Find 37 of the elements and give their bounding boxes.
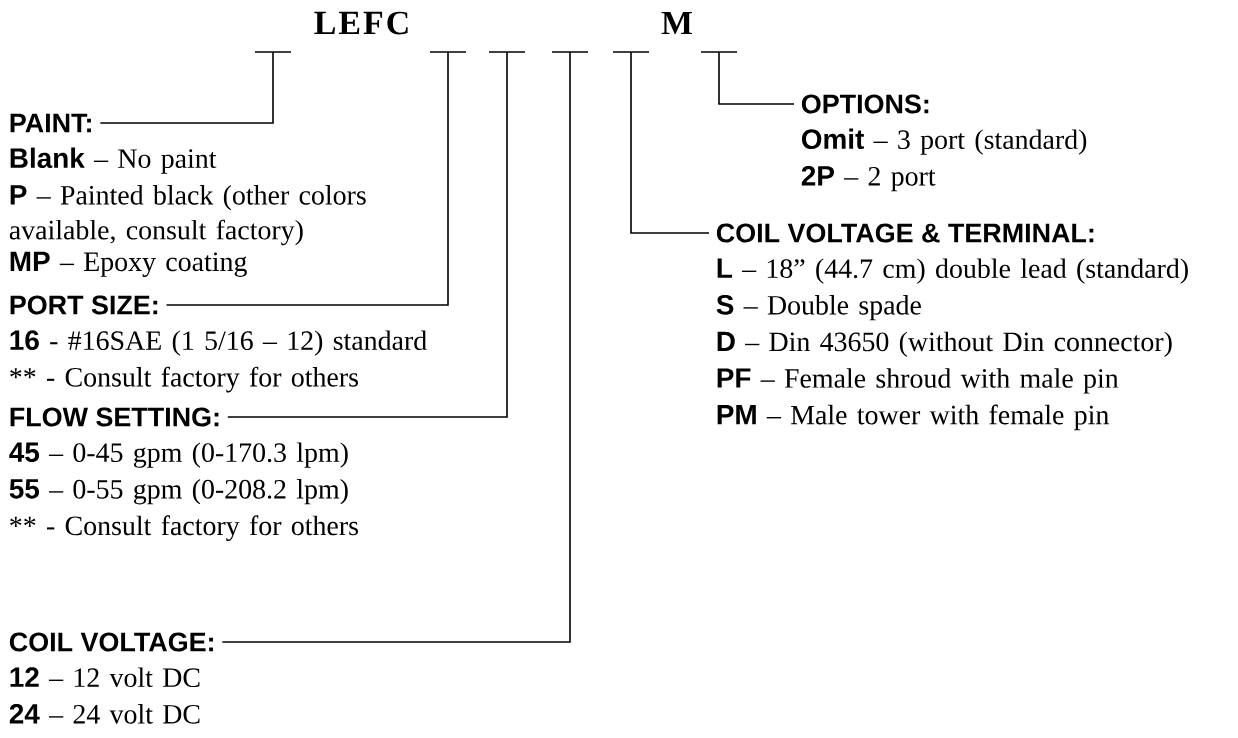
model-code: M — [661, 11, 692, 35]
leader-line — [718, 51, 795, 105]
model-code: LEFC — [314, 11, 408, 35]
option-text: 24 – 24 volt DC — [9, 703, 200, 724]
option-text: S – Double spade — [716, 294, 921, 321]
option-text: 12 – 12 volt DC — [10, 667, 200, 688]
leader-line — [227, 51, 508, 418]
option-text: 16 - #16SAE (1 5/16 – 12) standard — [10, 330, 427, 356]
section-heading: OPTIONS: — [801, 94, 929, 114]
option-text: PM – Male tower with female pin — [717, 404, 1109, 431]
option-text: ** - Consult factory for others — [10, 366, 358, 393]
blank-line — [430, 51, 466, 53]
option-text: ** - Consult factory for others — [10, 515, 358, 541]
option-text: Omit – 3 port (standard) — [801, 128, 1087, 155]
blank-line — [489, 51, 525, 53]
option-text: 2P – 2 port — [801, 165, 936, 192]
option-text: D – Din 43650 (without Din connector) — [717, 331, 1172, 357]
blank-line — [701, 51, 737, 53]
blank-line — [552, 51, 588, 53]
blank-line — [255, 51, 291, 53]
option-text: L – 18” (44.7 cm) double lead (standard) — [717, 258, 1188, 284]
option-text: 45 – 0-45 gpm (0-170.3 lpm) — [9, 442, 348, 468]
section-heading: FLOW SETTING: — [10, 407, 219, 427]
option-text: Blank – No paint — [10, 147, 217, 174]
option-text: P – Painted black (other colors available, consult factory) — [9, 185, 366, 246]
leader-line — [630, 51, 710, 234]
section-heading: PORT SIZE: — [10, 295, 158, 315]
blank-line — [613, 51, 649, 53]
option-text: PF – Female shroud with male pin — [717, 368, 1119, 394]
leader-line — [221, 51, 571, 643]
leader-line — [99, 51, 274, 124]
option-text: 55 – 0-55 gpm (0-208.2 lpm) — [9, 479, 348, 505]
section-heading: COIL VOLTAGE & TERMINAL: — [716, 223, 1094, 243]
section-heading: COIL VOLTAGE: — [9, 632, 213, 652]
leader-line — [165, 51, 449, 306]
section-heading: PAINT: — [10, 113, 91, 133]
option-text: MP – Epoxy coating — [10, 251, 247, 277]
